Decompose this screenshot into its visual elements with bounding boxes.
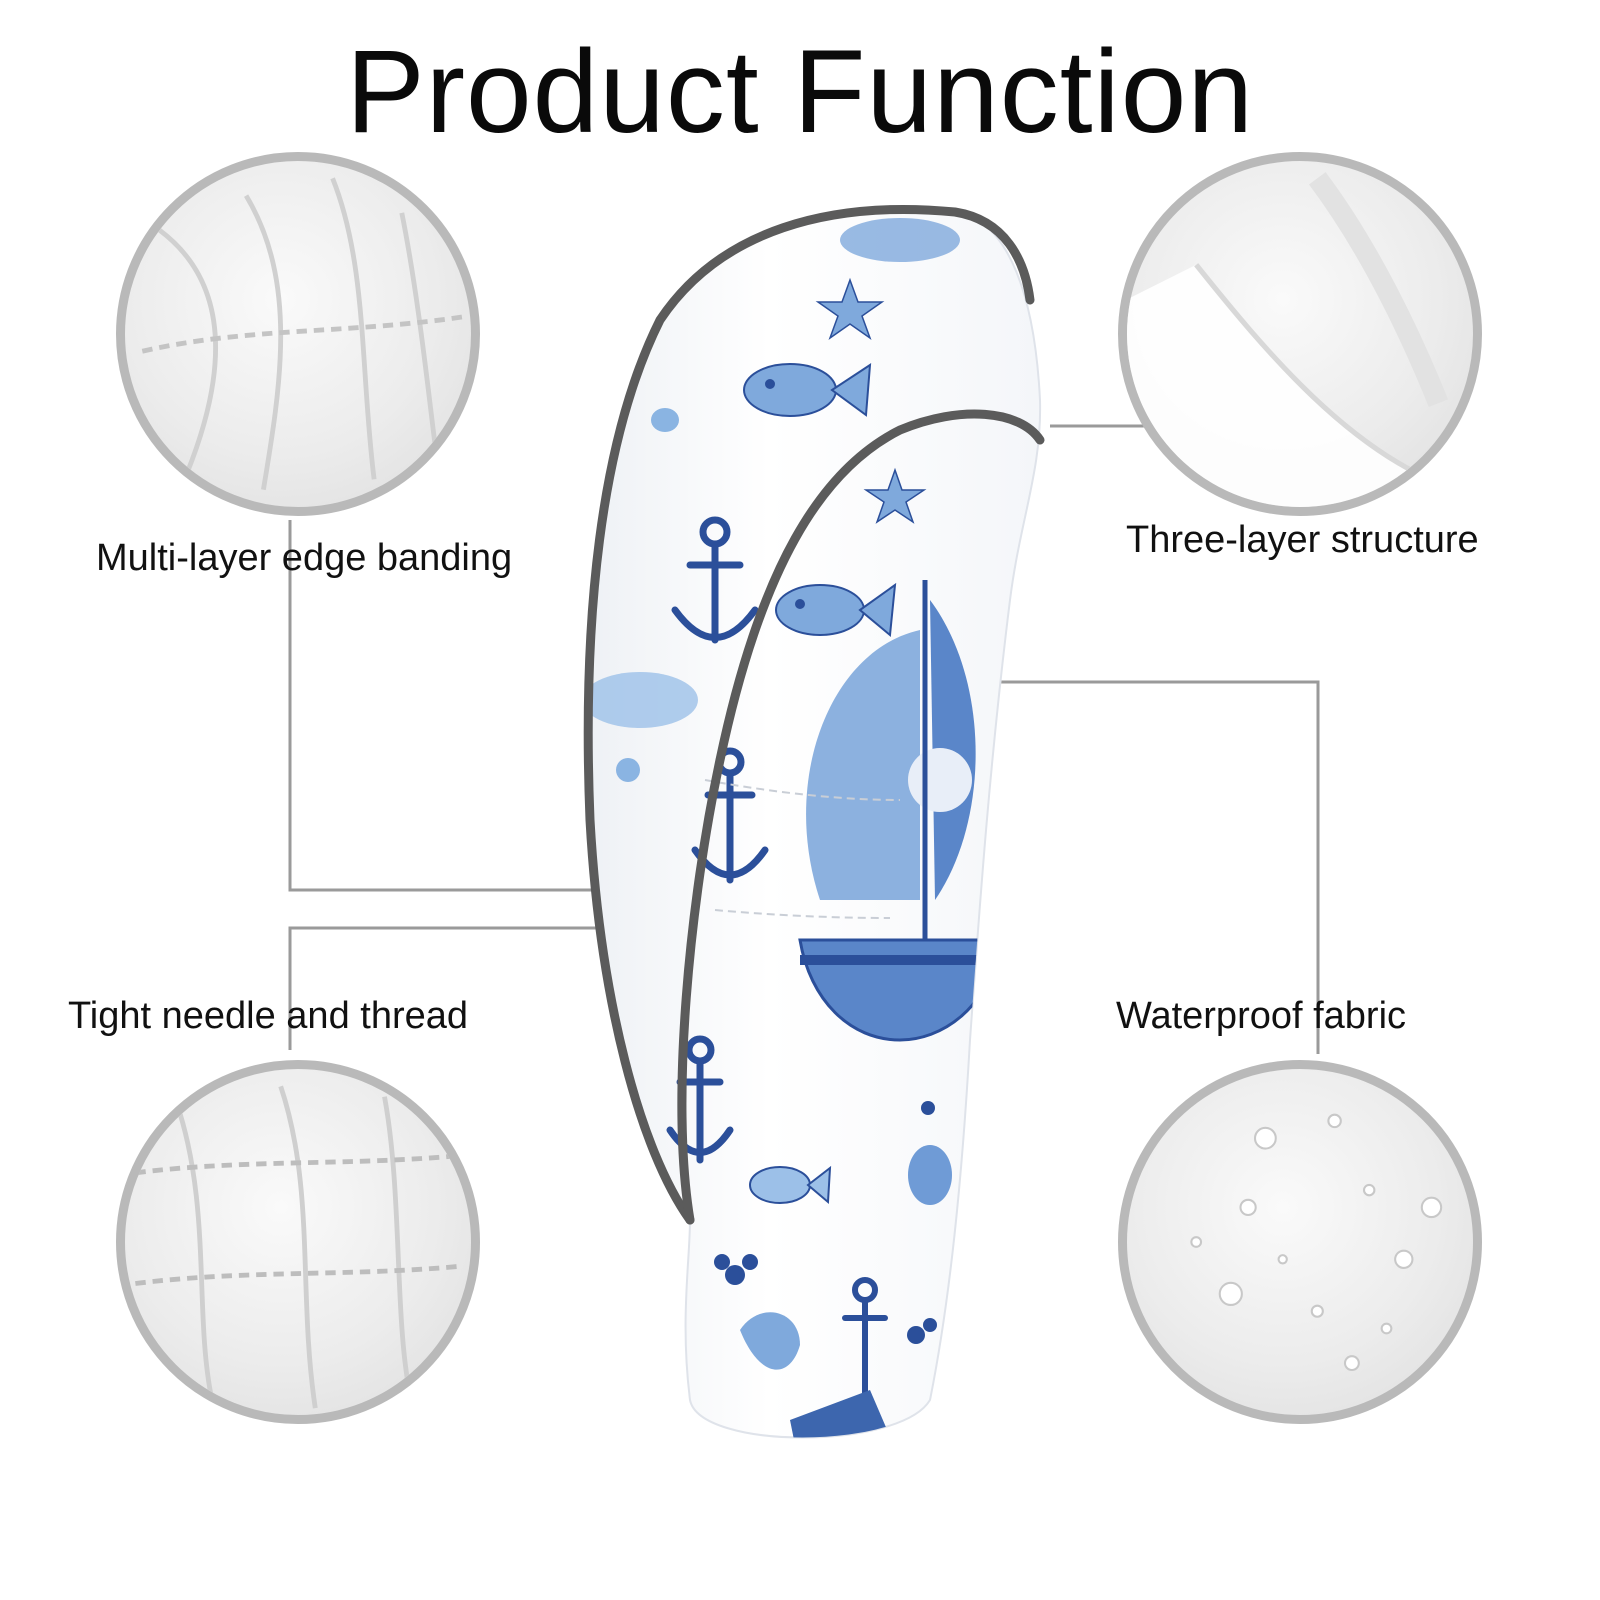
waterproof-closeup — [1118, 1060, 1482, 1424]
page-title: Product Function — [345, 26, 1255, 158]
fish-icon — [749, 1165, 832, 1205]
fish-icon — [775, 582, 897, 637]
stitch-detail-icon — [135, 1085, 461, 1409]
label-waterproof: Waterproof fabric — [1116, 995, 1407, 1037]
stitching-closeup — [116, 1060, 480, 1424]
anchor-icon — [671, 516, 759, 644]
connector-waterproof — [985, 680, 1320, 1054]
label-three-layer: Three-layer structure — [1126, 519, 1479, 561]
label-stitching: Tight needle and thread — [68, 995, 469, 1037]
connector-stitch — [288, 926, 620, 1050]
connector-edge-banding — [288, 520, 600, 892]
starfish-icon — [815, 277, 927, 524]
sailboat-icon — [798, 580, 1002, 1042]
anchor-icon — [842, 1277, 888, 1403]
nautical-print-pattern — [588, 218, 1002, 1438]
three-layer-closeup — [1118, 152, 1482, 516]
label-edge-banding: Multi-layer edge banding — [96, 537, 513, 579]
edge-binding-outer — [583, 205, 1035, 1225]
edge-banding-closeup — [116, 152, 480, 516]
fish-icon — [743, 363, 872, 417]
bottom-boat-icon — [790, 1390, 900, 1438]
anchor-icon — [666, 1035, 734, 1164]
flower-icon — [714, 1101, 937, 1344]
water-droplets-detail-icon — [1190, 1113, 1443, 1372]
fabric-fold-detail-icon — [141, 177, 465, 491]
layer-edge-detail-icon — [1127, 172, 1457, 507]
edge-binding-inner — [677, 409, 1045, 1225]
